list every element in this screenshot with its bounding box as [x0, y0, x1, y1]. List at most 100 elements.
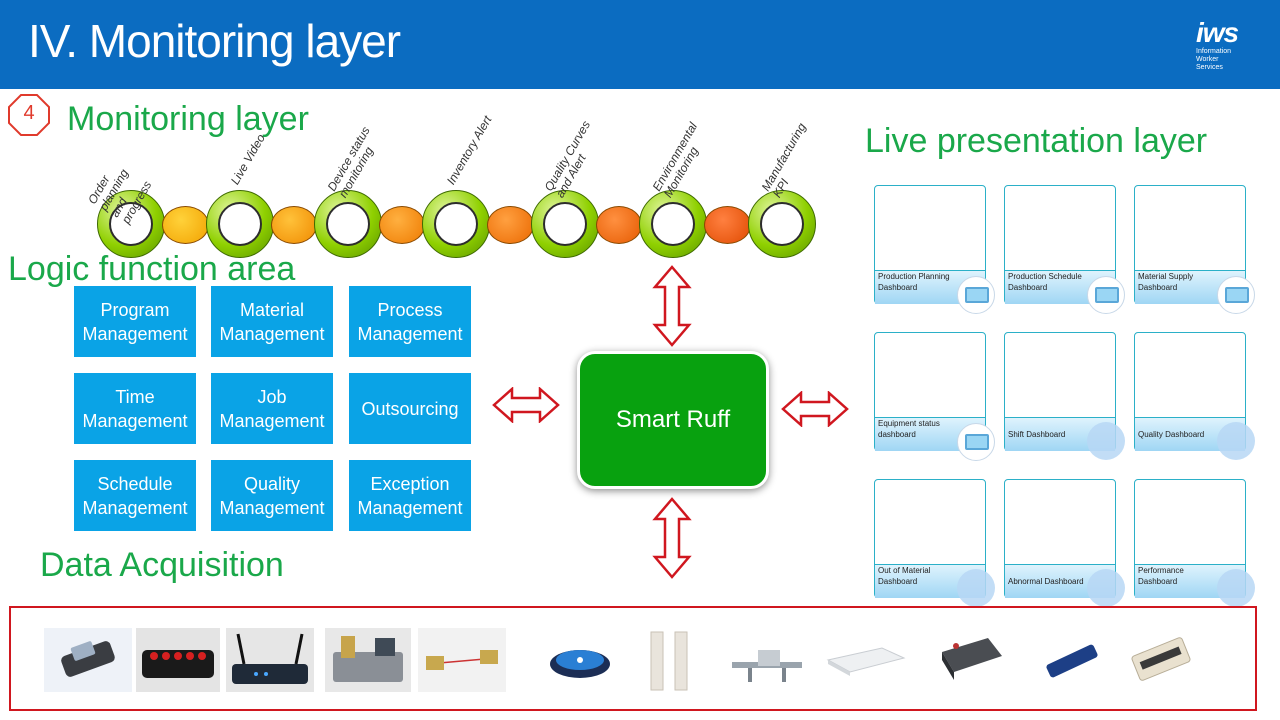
dashboard-card[interactable]: Abnormal Dashboard: [1004, 479, 1125, 607]
chain-link: [704, 206, 751, 244]
chain-link: [271, 206, 317, 244]
dashboard-card[interactable]: Production Planning Dashboard: [874, 185, 995, 314]
ring-hole: [434, 202, 478, 246]
tile-label: Schedule Management: [82, 473, 188, 518]
logic-function-tile[interactable]: Program Management: [74, 286, 196, 357]
left-right-arrow-logic: [492, 387, 560, 423]
logic-function-tile[interactable]: Outsourcing: [349, 373, 471, 444]
monitor-screen: [965, 287, 989, 303]
dashboard-label: Material Supply Dashboard: [1138, 272, 1194, 292]
placeholder-circle-icon: [1087, 422, 1125, 460]
dashboard-card[interactable]: Performance Dashboard: [1134, 479, 1255, 607]
dashboard-label: Production Schedule Dashboard: [1008, 272, 1082, 292]
monitor-icon: [1087, 276, 1125, 314]
pager-button-icon: [545, 628, 615, 692]
placeholder-circle-icon: [1217, 422, 1255, 460]
dashboard-card[interactable]: Production Schedule Dashboard: [1004, 185, 1125, 314]
octagon-icon: [8, 94, 50, 136]
presentation-layer-title: Live presentation layer: [865, 122, 1208, 160]
monitoring-ring[interactable]: [748, 190, 816, 258]
tile-label: Job Management: [219, 386, 325, 431]
ring-hole: [109, 202, 153, 246]
monitoring-ring[interactable]: [206, 190, 274, 258]
logic-function-tile[interactable]: Exception Management: [349, 460, 471, 531]
ring-hole: [651, 202, 695, 246]
data-acquisition-box: [9, 606, 1257, 711]
ring-hole: [326, 202, 370, 246]
button-box-icon: [136, 628, 220, 692]
logic-function-tile[interactable]: Job Management: [211, 373, 333, 444]
photoelectric-sensor-icon: [418, 628, 506, 692]
rfid-tag-icon: [1128, 628, 1194, 692]
monitoring-ring[interactable]: [639, 190, 707, 258]
monitor-icon: [957, 276, 995, 314]
wireless-router-icon: [226, 628, 314, 692]
up-down-arrow-bottom: [652, 497, 692, 579]
dashboard-label: Shift Dashboard: [1008, 430, 1066, 439]
iws-logo: iws Information Worker Services: [1196, 18, 1258, 84]
logo-brand: iws: [1196, 17, 1239, 48]
dashboard-card[interactable]: Equipment status dashboard: [874, 332, 995, 461]
monitor-screen: [965, 434, 989, 450]
rfid-reader-icon: [936, 628, 1006, 692]
monitoring-item-label: Environmental Monitoring: [649, 120, 702, 200]
dashboard-label: Quality Dashboard: [1138, 430, 1205, 439]
logic-function-tile[interactable]: Schedule Management: [74, 460, 196, 531]
logic-function-tile[interactable]: Quality Management: [211, 460, 333, 531]
tile-label: Process Management: [357, 299, 463, 344]
step-number: 4: [23, 102, 35, 124]
monitor-icon: [957, 423, 995, 461]
dashboard-label: Equipment status dashboard: [878, 419, 940, 439]
logic-function-tile[interactable]: Time Management: [74, 373, 196, 444]
hub-label: Smart Ruff: [615, 406, 731, 433]
tile-label: Exception Management: [357, 473, 463, 518]
up-down-arrow-top: [652, 265, 692, 347]
chain-link: [596, 206, 642, 244]
left-right-arrow-dashboard: [781, 391, 849, 427]
dashboard-card[interactable]: Material Supply Dashboard: [1134, 185, 1255, 314]
monitoring-item-label: Device status monitoring: [324, 124, 377, 200]
placeholder-circle-icon: [1087, 569, 1125, 607]
dashboard-label: Performance Dashboard: [1138, 566, 1184, 586]
rfid-pad-icon: [822, 628, 908, 692]
chain-link: [487, 206, 534, 244]
conveyor-machine-icon: [728, 628, 806, 692]
handheld-scanner-icon: [44, 628, 132, 692]
dashboard-card[interactable]: Out of Material Dashboard: [874, 479, 995, 607]
sensor-module-icon: [325, 628, 411, 692]
monitor-icon: [1217, 276, 1255, 314]
dashboard-card[interactable]: Shift Dashboard: [1004, 332, 1125, 460]
monitoring-ring[interactable]: [314, 190, 382, 258]
tile-label: Outsourcing: [361, 398, 459, 419]
tile-label: Time Management: [82, 386, 188, 431]
security-gate-icon: [645, 628, 695, 692]
placeholder-circle-icon: [1217, 569, 1255, 607]
monitoring-ring[interactable]: [97, 190, 165, 258]
dashboard-label: Production Planning Dashboard: [878, 272, 950, 292]
logic-function-tile[interactable]: Material Management: [211, 286, 333, 357]
logic-function-tile[interactable]: Process Management: [349, 286, 471, 357]
smart-ruff-hub[interactable]: Smart Ruff: [577, 351, 769, 489]
monitoring-item-label: Live Video: [227, 131, 268, 187]
monitoring-item-label: Quality Curves and Alert: [541, 118, 594, 200]
ring-hole: [543, 202, 587, 246]
logo-tagline-2: Worker: [1196, 56, 1219, 63]
tile-label: Quality Management: [219, 473, 325, 518]
chain-link: [379, 206, 425, 244]
data-acquisition-title: Data Acquisition: [40, 546, 284, 584]
dashboard-label: Out of Material Dashboard: [878, 566, 931, 586]
usb-stick-icon: [1040, 628, 1104, 692]
monitoring-ring[interactable]: [531, 190, 599, 258]
step-badge: 4: [8, 94, 50, 136]
monitoring-layer-title: Monitoring layer: [67, 100, 309, 138]
monitoring-item-label: Manufacturing KPI: [758, 120, 809, 200]
dashboard-label: Abnormal Dashboard: [1008, 577, 1084, 586]
monitor-screen: [1095, 287, 1119, 303]
monitoring-ring[interactable]: [422, 190, 490, 258]
page-title: IV. Monitoring layer: [28, 15, 401, 67]
dashboard-card[interactable]: Quality Dashboard: [1134, 332, 1255, 460]
monitoring-item-label: Inventory Alert: [443, 113, 495, 187]
tile-label: Program Management: [82, 299, 188, 344]
tile-label: Material Management: [219, 299, 325, 344]
logo-tagline-3: Services: [1196, 64, 1223, 71]
